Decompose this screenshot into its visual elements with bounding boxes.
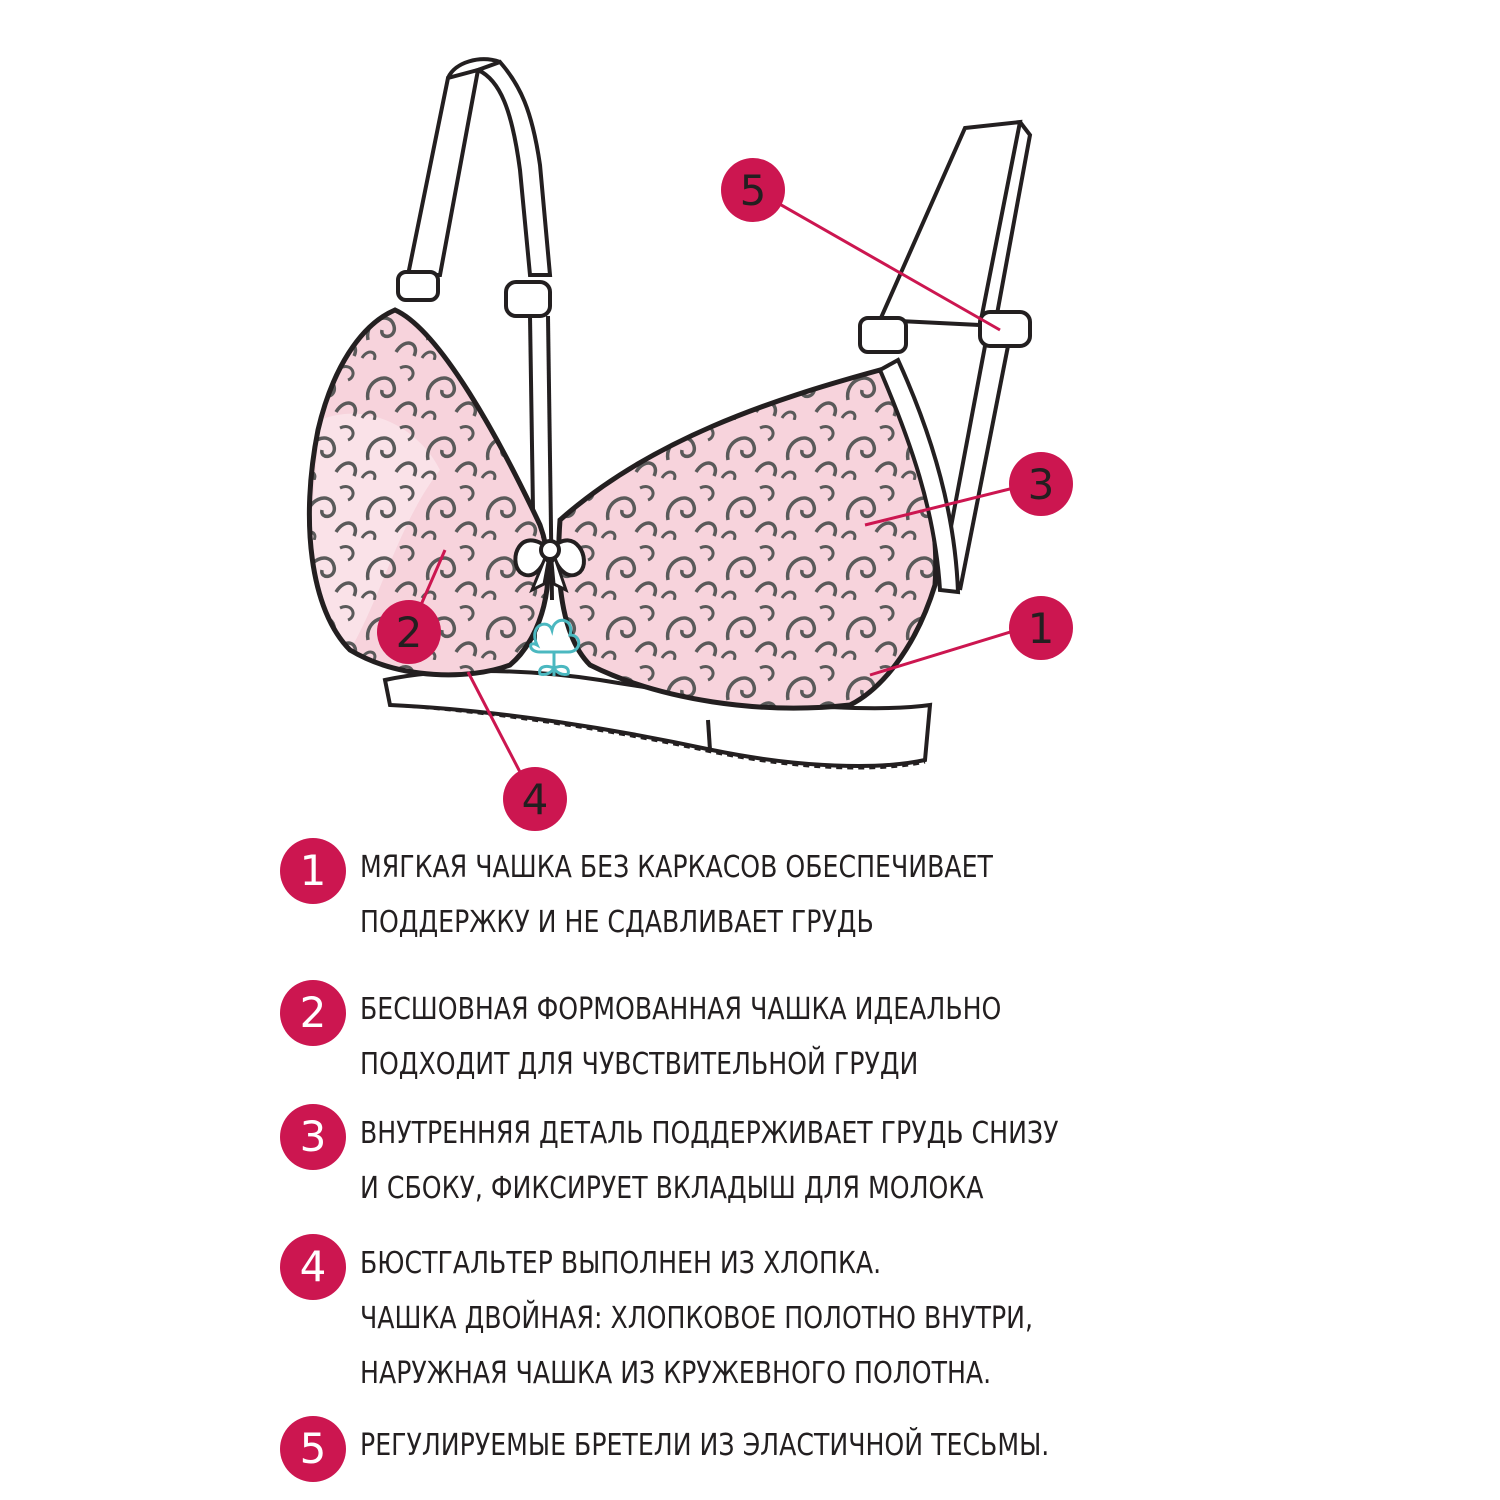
left-strap-ring: [396, 270, 440, 302]
legend-badge-4: 4: [280, 1234, 346, 1300]
legend-text-5: РЕГУЛИРУЕМЫЕ БРЕТЕЛИ ИЗ ЭЛАСТИЧНОЙ ТЕСЬМ…: [360, 1428, 1050, 1463]
leader-line-3: [864, 482, 1031, 527]
bra-diagram: 1 2 3 4 5: [306, 57, 1073, 831]
legend-badge-1: 1: [280, 838, 346, 904]
legend-text-1: МЯГКАЯ ЧАШКА БЕЗ КАРКАСОВ ОБЕСПЕЧИВАЕТ П…: [360, 850, 993, 940]
left-strap-slider: [504, 280, 552, 318]
svg-text:3: 3: [1028, 460, 1055, 509]
right-cup: [556, 357, 961, 711]
svg-text:2: 2: [396, 608, 423, 657]
callout-4: 4: [503, 767, 567, 831]
callout-5: 5: [721, 158, 785, 222]
leader-line-5: [754, 188, 1001, 332]
leader-line-1: [869, 624, 1031, 677]
svg-text:1: 1: [1028, 604, 1055, 653]
left-cup: [306, 307, 551, 678]
svg-text:4: 4: [522, 775, 549, 824]
right-strap-ring: [858, 316, 908, 354]
legend-text-4: БЮСТГАЛЬТЕР ВЫПОЛНЕН ИЗ ХЛОПКА. ЧАШКА ДВ…: [360, 1246, 1034, 1391]
callout-3: 3: [1009, 452, 1073, 516]
leader-lines: [408, 188, 1031, 798]
right-strap-slider: [978, 310, 1032, 348]
legend-text-3: ВНУТРЕННЯЯ ДЕТАЛЬ ПОДДЕРЖИВАЕТ ГРУДЬ СНИ…: [360, 1116, 1059, 1206]
callout-2: 2: [377, 600, 441, 664]
svg-text:5: 5: [740, 166, 767, 215]
right-strap: [858, 119, 1033, 591]
legend-badge-5: 5: [280, 1416, 346, 1482]
legend-badge-2: 2: [280, 980, 346, 1046]
legend-badge-3: 3: [280, 1104, 346, 1170]
bow: [513, 538, 586, 594]
legend-text-2: БЕСШОВНАЯ ФОРМОВАННАЯ ЧАШКА ИДЕАЛЬНО ПОД…: [360, 992, 1002, 1082]
callout-1: 1: [1009, 596, 1073, 660]
cotton-icon: [529, 619, 581, 676]
underband: [382, 669, 933, 770]
